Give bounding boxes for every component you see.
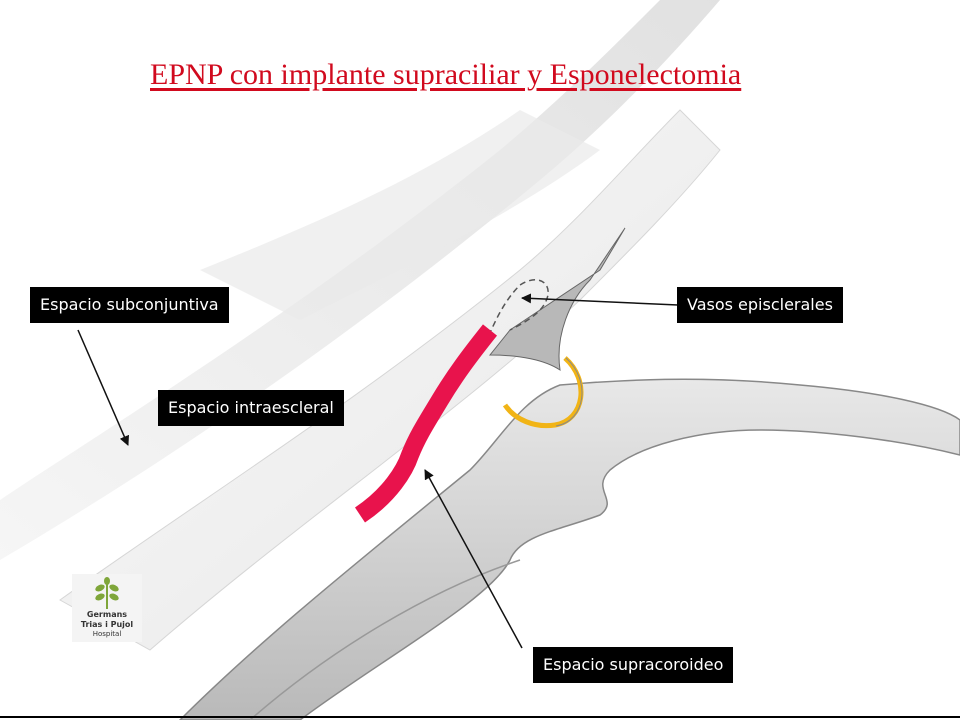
pointer-subconjuntiva: [77, 329, 129, 446]
pointer-supracoroideo: [424, 469, 523, 649]
supraciliary-implant: [354, 324, 498, 523]
tree-icon: [95, 577, 119, 609]
choroid-curve: [249, 559, 521, 720]
ciliary-body: [178, 378, 960, 720]
label-supracoroideo: Espacio supracoroideo: [533, 647, 734, 683]
episcleral-vessel-outline: [484, 279, 549, 346]
spur-arc: [502, 356, 584, 429]
logo-line-1: Germans: [86, 610, 128, 619]
label-intraescleral: Espacio intraescleral: [158, 390, 344, 426]
label-vasos-episclerales: Vasos episclerales: [677, 287, 843, 323]
label-subconjuntiva: Espacio subconjuntiva: [30, 287, 229, 323]
logo-line-2: Trias i Pujol: [80, 620, 134, 629]
pointer-vasos: [521, 293, 679, 306]
hospital-logo: Germans Trias i Pujol Hospital: [72, 574, 142, 642]
scleral-flap: [200, 110, 600, 320]
logo-line-3: Hospital: [92, 630, 122, 638]
spur-arc-shadow: [555, 357, 583, 427]
page-title: EPNP con implante supraciliar y Esponele…: [150, 58, 742, 91]
